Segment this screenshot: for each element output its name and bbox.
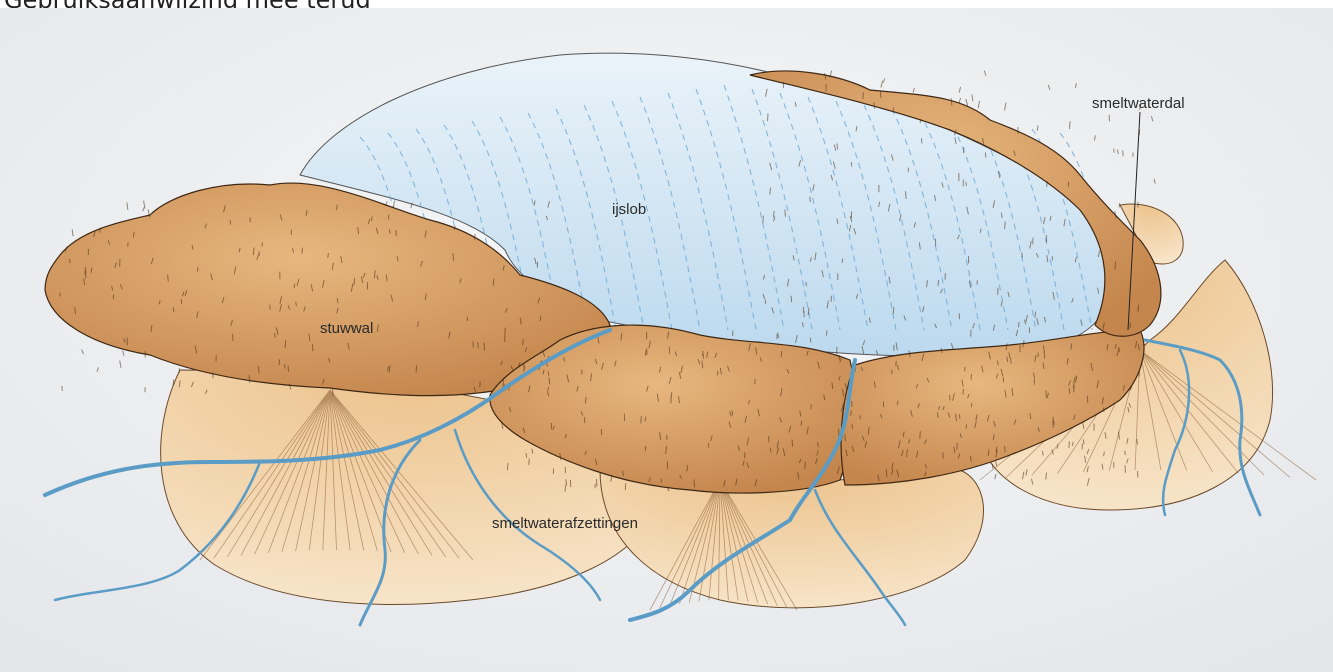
label-meltwater-valley: smeltwaterdal xyxy=(1092,95,1185,112)
moraine-hatch xyxy=(988,449,989,455)
moraine-hatch xyxy=(863,92,864,98)
moraine-hatch xyxy=(1069,388,1070,394)
moraine-hatch xyxy=(837,143,838,149)
moraine-hatch xyxy=(906,191,907,199)
moraine-hatch xyxy=(540,316,541,321)
moraine-hatch xyxy=(874,102,875,109)
moraine-hatch xyxy=(842,259,843,263)
moraine-hatch xyxy=(523,339,524,345)
moraine-hatch xyxy=(843,413,844,418)
moraine-hatch xyxy=(661,479,662,483)
moraine-hatch xyxy=(625,483,626,490)
moraine-hatch xyxy=(966,182,967,186)
moraine-hatch xyxy=(85,267,86,275)
moraine-hatch xyxy=(596,479,597,487)
moraine-hatch xyxy=(1009,352,1010,357)
moraine-hatch xyxy=(671,392,672,398)
moraine-hatch xyxy=(851,162,852,167)
moraine-hatch xyxy=(453,253,454,261)
moraine-hatch xyxy=(1123,150,1124,156)
moraine-hatch xyxy=(1083,439,1084,444)
moraine-hatch xyxy=(337,205,338,210)
moraine-hatch xyxy=(582,369,583,374)
moraine-hatch xyxy=(285,340,286,348)
moraine-hatch xyxy=(980,229,981,233)
moraine-hatch xyxy=(896,361,897,366)
moraine-hatch xyxy=(173,380,174,386)
moraine-hatch xyxy=(792,440,793,447)
moraine-hatch xyxy=(296,302,297,306)
moraine-hatch xyxy=(811,404,812,408)
moraine-hatch xyxy=(773,211,774,217)
label-ice-lobe: ijslob xyxy=(612,201,646,218)
moraine-hatch xyxy=(333,388,334,395)
label-push-moraine: stuwwal xyxy=(320,320,373,337)
moraine-hatch xyxy=(474,234,475,240)
moraine-hatch xyxy=(526,453,527,457)
moraine-hatch xyxy=(197,267,198,272)
moraine-hatch xyxy=(880,91,881,98)
moraine-hatch xyxy=(1044,351,1045,359)
moraine-hatch xyxy=(270,305,271,310)
moraine-hatch xyxy=(1035,312,1036,318)
moraine-hatch xyxy=(416,366,417,373)
moraine-hatch xyxy=(549,378,550,385)
moraine-hatch xyxy=(584,417,585,423)
moraine-hatch xyxy=(963,389,964,395)
moraine-hatch xyxy=(328,253,329,258)
moraine-hatch xyxy=(781,351,782,357)
moraine-hatch xyxy=(1018,322,1019,327)
moraine-hatch xyxy=(938,280,939,286)
moraine-hatch xyxy=(1069,121,1070,129)
moraine-hatch xyxy=(1005,446,1006,452)
moraine-hatch xyxy=(1115,344,1116,349)
label-meltwater-deposits: smeltwaterafzettingen xyxy=(492,515,638,532)
moraine-hatch xyxy=(755,379,756,384)
moraine-hatch xyxy=(985,152,986,157)
moraine-hatch xyxy=(763,216,764,223)
moraine-hatch xyxy=(641,416,642,423)
moraine-hatch xyxy=(389,229,390,234)
moraine-hatch xyxy=(505,328,506,335)
moraine-hatch xyxy=(791,296,792,302)
moraine-hatch xyxy=(529,459,530,466)
moraine-hatch xyxy=(810,338,811,343)
